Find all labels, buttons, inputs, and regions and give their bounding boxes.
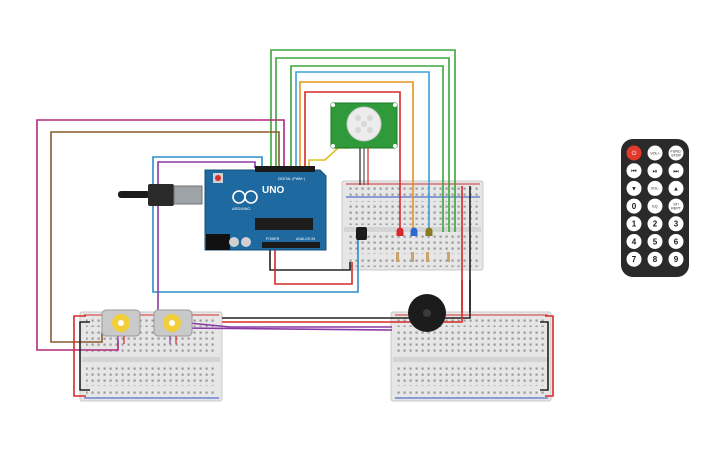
wire-brown bbox=[50, 131, 280, 343]
remote-button-8[interactable]: VOL- bbox=[647, 180, 663, 196]
wire-blue bbox=[152, 156, 359, 293]
wire-black-right bbox=[540, 321, 549, 391]
wire-red-right bbox=[545, 315, 554, 397]
remote-button-14[interactable]: 2 bbox=[647, 216, 663, 232]
remote-button-6[interactable]: ⏭ bbox=[668, 163, 684, 179]
remote-button-16[interactable]: 4 bbox=[626, 234, 642, 249]
led-yellow[interactable] bbox=[425, 227, 433, 237]
ir-receiver[interactable] bbox=[356, 227, 367, 240]
wire-green-3 bbox=[290, 65, 444, 232]
remote-button-17[interactable]: 5 bbox=[647, 234, 663, 249]
remote-button-label: 2 bbox=[653, 220, 658, 229]
wire-red-left bbox=[73, 315, 86, 397]
remote-button-20[interactable]: 8 bbox=[647, 251, 663, 267]
resistor-1 bbox=[396, 252, 399, 262]
pir-sensor[interactable] bbox=[330, 102, 398, 185]
arduino-maker: ARDUINO bbox=[232, 206, 250, 211]
arduino-brand: UNO bbox=[262, 185, 284, 196]
dc-motor-1[interactable] bbox=[101, 309, 141, 337]
remote-button-label: ST/REPT bbox=[671, 203, 681, 211]
remote-button-label: 1 bbox=[632, 220, 637, 229]
atmega-chip bbox=[255, 218, 313, 230]
remote-button-label: ⏭ bbox=[673, 169, 679, 175]
led-blue[interactable] bbox=[410, 227, 418, 237]
remote-button-label: 6 bbox=[674, 237, 679, 246]
remote-button-7[interactable]: ▼ bbox=[626, 180, 642, 196]
remote-button-19[interactable]: 7 bbox=[626, 251, 642, 267]
wire-lightblue bbox=[295, 71, 430, 232]
ir-remote[interactable]: ⏻ VOL+ FUNC/STOP ⏮ ⏯ ⏭ ▼ VOL- ▲ 0 EQ ST/REPT 1 2 3 4 5 6 7… bbox=[621, 139, 689, 277]
dc-motor-2[interactable] bbox=[153, 309, 193, 337]
remote-button-label: ⏻ bbox=[632, 150, 637, 157]
remote-button-3[interactable]: FUNC/STOP bbox=[668, 145, 684, 161]
wire-black-left bbox=[79, 321, 90, 391]
remote-button-15[interactable]: 3 bbox=[668, 216, 684, 232]
wire-magenta bbox=[36, 119, 285, 351]
remote-button-label: 7 bbox=[632, 255, 637, 264]
wire-purple bbox=[157, 161, 392, 328]
remote-button-label: FUNC/STOP bbox=[671, 150, 682, 158]
remote-button-1[interactable]: ⏻ bbox=[626, 145, 642, 161]
remote-button-label: ▼ bbox=[631, 187, 637, 193]
usb-plug bbox=[148, 184, 174, 206]
remote-button-5[interactable]: ⏯ bbox=[647, 163, 663, 179]
remote-button-label: ⏯ bbox=[653, 169, 658, 175]
remote-button-11[interactable]: EQ bbox=[647, 198, 663, 214]
power-header-label: POWER bbox=[266, 237, 280, 241]
analog-header-label: ANALOG IN bbox=[296, 237, 316, 241]
resistor-4 bbox=[447, 252, 450, 262]
wire-green-2 bbox=[275, 57, 450, 232]
remote-button-label: 0 bbox=[632, 202, 637, 211]
digital-header-label: DIGITAL (PWM~) bbox=[278, 177, 305, 181]
led-red[interactable] bbox=[396, 227, 404, 237]
remote-button-label: VOL- bbox=[651, 187, 660, 191]
breadboard-bottom-right[interactable] bbox=[390, 311, 552, 402]
wire-purple-2 bbox=[179, 327, 393, 331]
remote-button-label: VOL+ bbox=[650, 151, 659, 155]
remote-button-2[interactable]: VOL+ bbox=[647, 145, 663, 161]
arduino-logo-icon bbox=[232, 190, 258, 204]
wire-red-bridge bbox=[222, 186, 463, 323]
resistor-3 bbox=[426, 252, 429, 262]
arduino-uno[interactable]: UNO ARDUINO DIGITAL (PWM~) POWER ANALOG … bbox=[118, 166, 327, 251]
remote-button-label: 4 bbox=[632, 237, 637, 246]
wire-orange bbox=[299, 81, 414, 232]
remote-button-9[interactable]: ▲ bbox=[668, 180, 684, 196]
remote-button-18[interactable]: 6 bbox=[668, 234, 684, 249]
remote-button-label: 5 bbox=[653, 237, 658, 246]
remote-button-4[interactable]: ⏮ bbox=[626, 163, 642, 179]
wire-green-1 bbox=[270, 49, 456, 232]
wire-red-5v bbox=[274, 247, 353, 285]
remote-button-label: ⏮ bbox=[631, 169, 637, 175]
wire-black-gnd bbox=[269, 247, 351, 271]
wire-black-bridge bbox=[222, 186, 471, 319]
remote-button-label: 8 bbox=[653, 255, 658, 264]
remote-button-label: 3 bbox=[674, 220, 679, 229]
remote-button-label: ▲ bbox=[673, 187, 679, 193]
wire-red-top bbox=[304, 91, 401, 232]
wire-yellow bbox=[308, 147, 350, 168]
remote-button-label: 9 bbox=[674, 255, 679, 264]
power-jack bbox=[206, 234, 230, 250]
remote-button-12[interactable]: ST/REPT bbox=[668, 198, 684, 214]
remote-button-10[interactable]: 0 bbox=[626, 198, 642, 214]
remote-button-13[interactable]: 1 bbox=[626, 216, 642, 232]
remote-button-21[interactable]: 9 bbox=[668, 251, 684, 267]
piezo-buzzer[interactable] bbox=[408, 294, 446, 332]
remote-button-label: EQ bbox=[652, 204, 657, 208]
resistor-2 bbox=[411, 252, 414, 262]
resistors[interactable] bbox=[396, 252, 450, 262]
breadboard-bottom-left[interactable] bbox=[79, 311, 223, 402]
usb-cable bbox=[118, 191, 150, 198]
